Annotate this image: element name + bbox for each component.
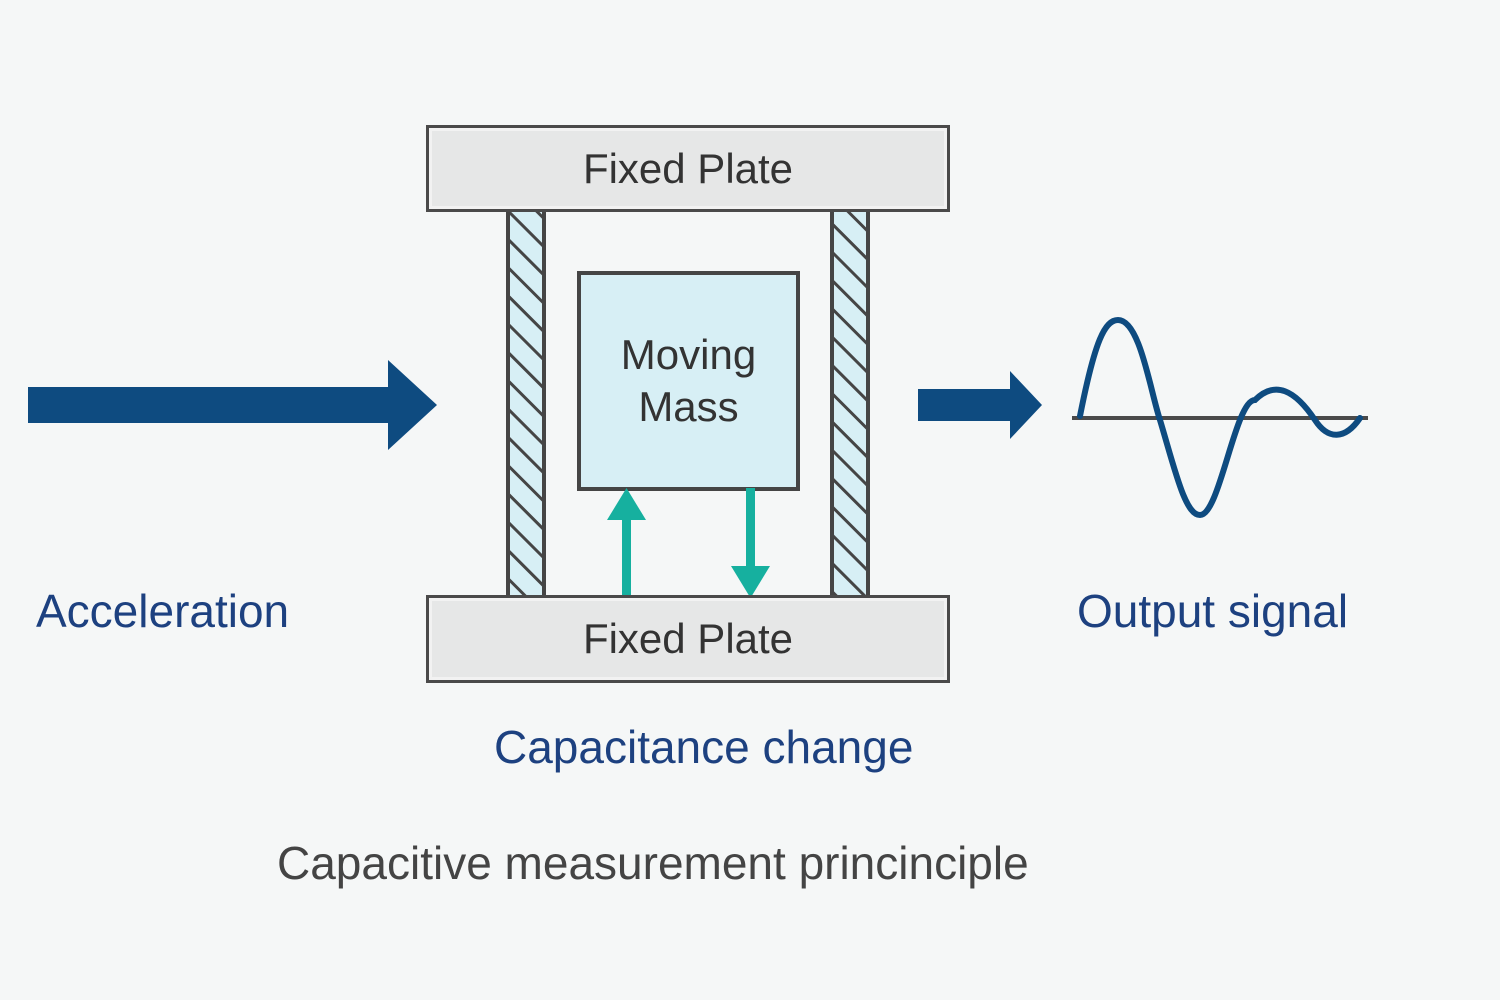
acceleration-arrow: [28, 360, 437, 450]
down-arrow: [731, 488, 770, 598]
diagram-title: Capacitive measurement princinciple: [277, 837, 1029, 889]
output-signal-label: Output signal: [1077, 585, 1349, 637]
right-spring: [830, 207, 870, 603]
top-plate-label: Fixed Plate: [582, 144, 794, 192]
displacement-arrows: [607, 488, 770, 600]
up-arrow: [607, 488, 646, 600]
mass-label-line1: Moving: [620, 331, 757, 378]
capacitance-change-label: Capacitance change: [494, 721, 914, 773]
acceleration-label: Acceleration: [36, 585, 290, 637]
spring-supports: [506, 207, 870, 603]
top-fixed-plate: Fixed Plate: [426, 125, 950, 212]
output-signal-waveform: [1072, 316, 1368, 519]
moving-mass: Moving Mass: [577, 271, 800, 491]
bottom-fixed-plate: Fixed Plate: [426, 595, 950, 683]
bottom-plate-label: Fixed Plate: [582, 615, 794, 662]
signal-wave: [1077, 316, 1363, 519]
mass-label-line2: Mass: [638, 383, 739, 430]
output-arrow: [918, 371, 1042, 439]
left-spring: [506, 207, 546, 603]
